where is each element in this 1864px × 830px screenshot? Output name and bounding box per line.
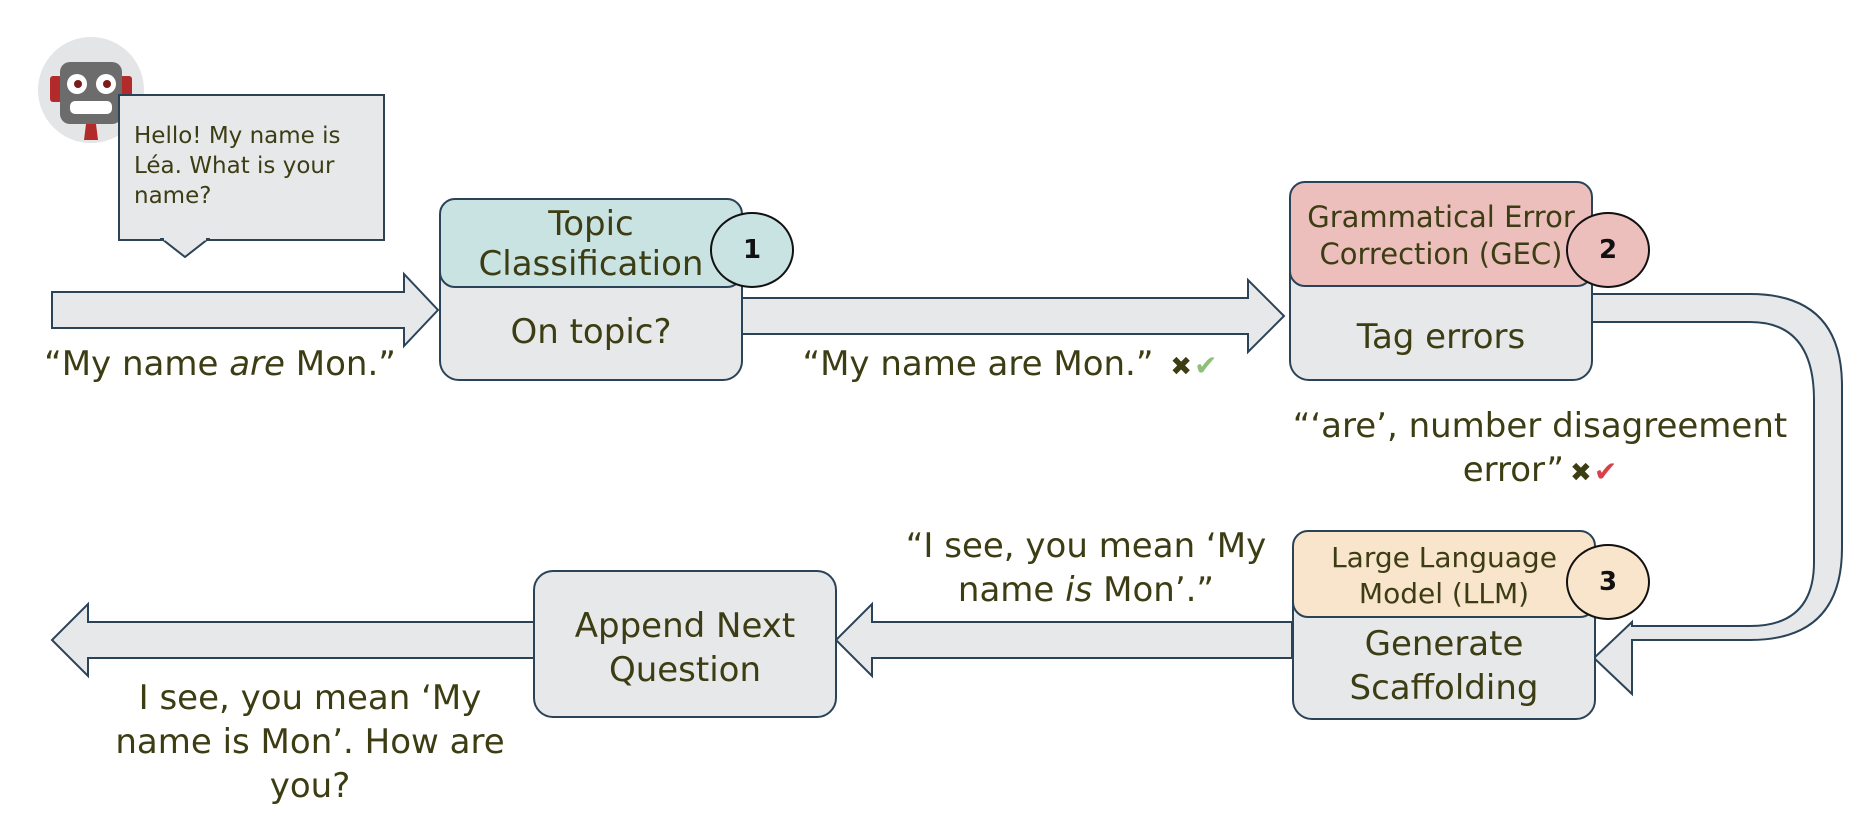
speech-bubble-tail [160,238,210,259]
append-next-question-box: Append Next Question [533,570,837,718]
input-text-emph: are [229,344,285,384]
check-red-icon: ✔ [1593,455,1618,488]
cross-icon: ✖ [1170,352,1193,382]
gec-header: Grammatical Error Correction (GEC) [1289,181,1593,287]
arrow-topic-to-gec [741,277,1286,355]
input-utterance: “My name are Mon.” [40,344,400,384]
llm-body-2: Scaffolding [1349,668,1539,708]
topic-classification-title-2: Classification [478,244,704,284]
topic-classification-header: Topic Classification [439,198,743,288]
llm-body-1: Generate [1364,624,1524,664]
gec-output-line-2: error” [1462,450,1565,490]
speech-bubble-line-1: Hello! My name is [134,123,341,149]
gec-output: “‘are’, number disagreement error”✖✔ [1290,404,1790,495]
input-text-after: Mon.” [284,344,396,384]
topic-classification-body: On topic? [510,312,672,352]
llm-title-1: Large Language [1331,541,1557,574]
topic-classification-title-1: Topic [548,204,634,244]
robot-avatar-icon [38,37,144,143]
scaffolding-line-2-after: Mon’.” [1092,570,1215,610]
append-body-1: Append Next [574,606,796,646]
llm-title-2: Model (LLM) [1358,577,1530,610]
gec-output-line-2-wrap: error”✖✔ [1290,448,1790,495]
arrow-gec-to-llm [1591,293,1843,697]
final-response: I see, you mean ‘My name is Mon’. How ar… [60,676,560,808]
step-3-badge: 3 [1566,544,1650,620]
on-topic-output-text: “My name are Mon.” [802,344,1154,384]
speech-bubble-line-3: name? [134,183,212,209]
gec-title-2: Correction (GEC) [1319,237,1563,271]
final-response-line-1: I see, you mean ‘My [138,678,482,718]
gec-body: Tag errors [1356,317,1526,357]
speech-bubble: Hello! My name is Léa. What is your name… [118,94,385,241]
scaffolding-output-line-1: “I see, you mean ‘My [905,526,1267,566]
step-1-badge: 1 [710,212,794,288]
on-topic-output: “My name are Mon.” ✖✔ [780,344,1240,384]
scaffolding-line-2-before: name [957,570,1066,610]
cross-icon: ✖ [1570,458,1592,488]
step-2-badge: 2 [1566,212,1650,288]
scaffolding-line-2-emph: is [1065,570,1093,610]
output-arrow [50,601,535,679]
check-green-icon: ✔ [1194,349,1218,382]
gec-output-line-1: “‘are’, number disagreement [1292,406,1788,446]
input-text-before: “My name [44,344,230,384]
input-arrow [51,271,440,349]
arrow-llm-to-append [834,601,1293,679]
llm-header: Large Language Model (LLM) [1292,530,1596,618]
scaffolding-output: “I see, you mean ‘My name is Mon’.” [866,524,1306,612]
final-response-line-2: name is Mon’. How are [115,722,505,762]
scaffolding-output-line-2-wrap: name is Mon’.” [866,568,1306,612]
speech-bubble-line-2: Léa. What is your [134,153,335,179]
final-response-line-3: you? [269,766,351,806]
append-body-2: Question [608,650,762,690]
gec-title-1: Grammatical Error [1307,200,1575,234]
